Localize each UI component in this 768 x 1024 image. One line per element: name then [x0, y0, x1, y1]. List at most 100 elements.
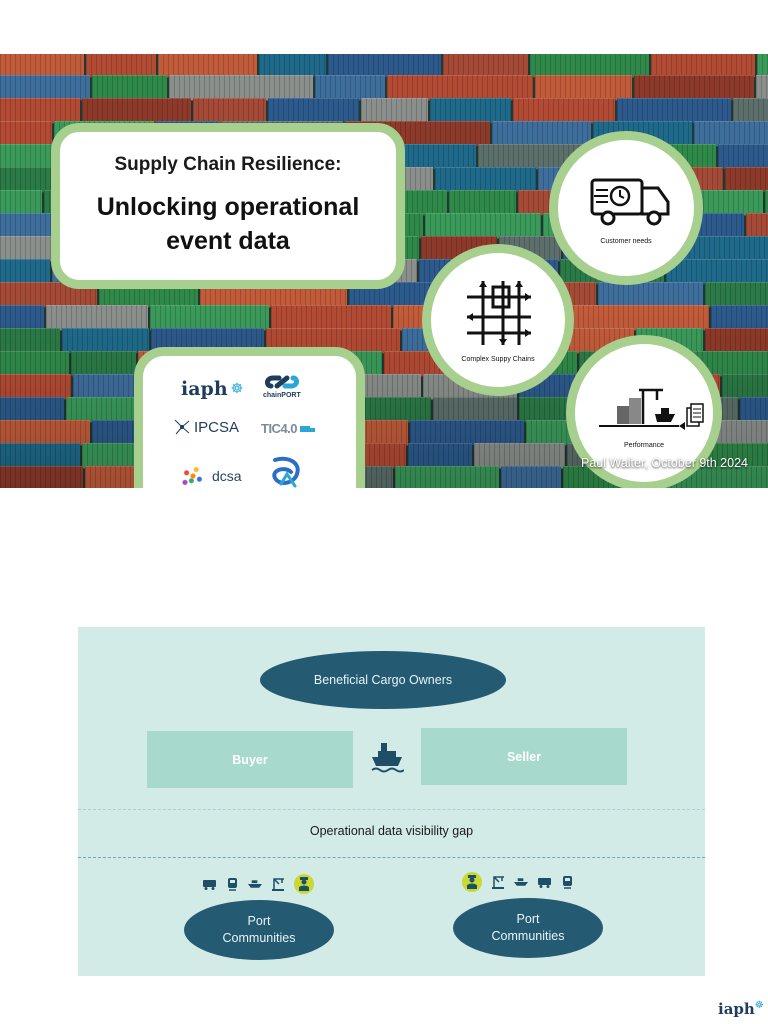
tic40-logo: TIC4.0 — [261, 421, 316, 436]
customer-needs-circle: Customer needs — [549, 131, 703, 285]
cargo-ship-icon — [370, 740, 405, 779]
port-actors-icons-left — [202, 874, 314, 894]
shipping-container — [0, 259, 50, 285]
shipping-container — [513, 98, 615, 124]
shipping-container — [92, 75, 167, 101]
performance-label: Performance — [623, 442, 665, 449]
shipping-container — [169, 75, 313, 101]
shipping-container — [634, 75, 754, 101]
chain-link-icon — [264, 375, 299, 389]
truck-icon — [300, 425, 316, 432]
shipping-container — [408, 443, 472, 469]
iaph-footer-logo: iaph☸ — [718, 1000, 764, 1018]
visibility-gap-label: Operational data visibility gap — [309, 824, 474, 838]
swirl-logo — [267, 454, 307, 488]
performance-circle: Performance — [566, 335, 722, 488]
shipping-container — [705, 328, 768, 354]
dots-icon — [177, 460, 209, 488]
truck-icon — [537, 875, 551, 889]
ship-wheel-icon: ☸ — [754, 1000, 764, 1011]
shipping-container — [0, 351, 69, 377]
port-crane-documents-icon — [599, 388, 704, 430]
shipping-container — [0, 190, 42, 216]
shipping-container — [746, 213, 768, 239]
shipping-container — [740, 397, 768, 423]
delivery-truck-icon — [590, 178, 670, 226]
shipping-container — [0, 328, 60, 354]
crane-icon — [491, 875, 505, 889]
complex-supply-chains-label: Complex Suppy Chains — [461, 356, 535, 363]
divider — [78, 857, 705, 858]
slide-title: Unlocking operational event data — [96, 193, 360, 255]
shipping-container — [268, 98, 359, 124]
shipping-container — [271, 305, 391, 331]
shipping-container — [474, 443, 565, 469]
stakeholder-diagram: Beneficial Cargo Owners Buyer Seller Ope… — [78, 627, 705, 976]
shipping-container — [150, 305, 269, 331]
train-icon — [225, 877, 239, 891]
shipping-container — [435, 167, 536, 193]
shipping-container — [711, 305, 768, 331]
shipping-container — [501, 466, 561, 488]
shipping-container — [433, 397, 517, 423]
seller-box: Seller — [421, 728, 627, 785]
customer-needs-label: Customer needs — [600, 238, 652, 245]
author-date: Paul Walter, October 9th 2024 — [581, 456, 748, 470]
shipping-container — [0, 420, 90, 446]
shipping-container — [0, 397, 64, 423]
shipping-container — [617, 98, 731, 124]
ship-wheel-icon: ☸ — [230, 381, 244, 397]
shipping-container — [535, 75, 632, 101]
shipping-container — [328, 54, 441, 78]
shipping-container — [449, 190, 516, 216]
shipping-container — [259, 54, 326, 78]
shipping-container — [62, 328, 149, 354]
swirl-icon — [272, 456, 300, 488]
ship-icon — [514, 875, 528, 889]
shipping-container — [598, 282, 703, 308]
shipping-container — [193, 98, 266, 124]
truck-icon — [202, 877, 216, 891]
chainport-logo: chainPORT — [263, 372, 301, 399]
partner-logos-card: iaph☸ chainPORT IPCSA TIC4.0 dcsa — [134, 347, 365, 488]
shipping-container — [361, 98, 428, 124]
slide-subtitle: Supply Chain Resilience: — [114, 154, 342, 175]
shipping-container — [733, 98, 768, 124]
crossing-arrows-icon — [467, 281, 531, 345]
shipping-container — [0, 54, 84, 78]
shipping-container — [718, 144, 768, 170]
crane-icon — [271, 877, 285, 891]
divider — [78, 809, 705, 810]
shipping-container — [0, 121, 52, 147]
shipping-container — [158, 54, 257, 78]
iaph-logo: iaph☸ — [181, 378, 244, 400]
shipping-container — [0, 305, 44, 331]
shipping-container — [315, 75, 385, 101]
shipping-container — [0, 466, 83, 488]
shipping-container — [395, 466, 499, 488]
customs-officer-icon — [462, 872, 482, 892]
shipping-container — [492, 121, 591, 147]
hero-slide: Supply Chain Resilience: Unlocking opera… — [0, 54, 768, 488]
shipping-container — [387, 75, 533, 101]
complex-supply-chains-circle: Complex Suppy Chains — [422, 244, 574, 396]
shipping-container — [0, 75, 90, 101]
dcsa-logo: dcsa — [177, 460, 242, 488]
network-icon — [174, 419, 190, 435]
port-actors-icons-right — [462, 872, 574, 892]
shipping-container — [82, 98, 191, 124]
ship-icon — [248, 877, 262, 891]
shipping-container — [705, 282, 768, 308]
title-card: Supply Chain Resilience: Unlocking opera… — [51, 123, 405, 289]
beneficial-cargo-owners-oval: Beneficial Cargo Owners — [260, 651, 506, 709]
shipping-container — [0, 443, 80, 469]
shipping-container — [530, 54, 649, 78]
train-icon — [560, 875, 574, 889]
shipping-container — [563, 305, 709, 331]
buyer-box: Buyer — [147, 731, 353, 788]
shipping-container — [0, 374, 71, 400]
customs-officer-icon — [294, 874, 314, 894]
ipcsa-logo: IPCSA — [173, 418, 239, 436]
